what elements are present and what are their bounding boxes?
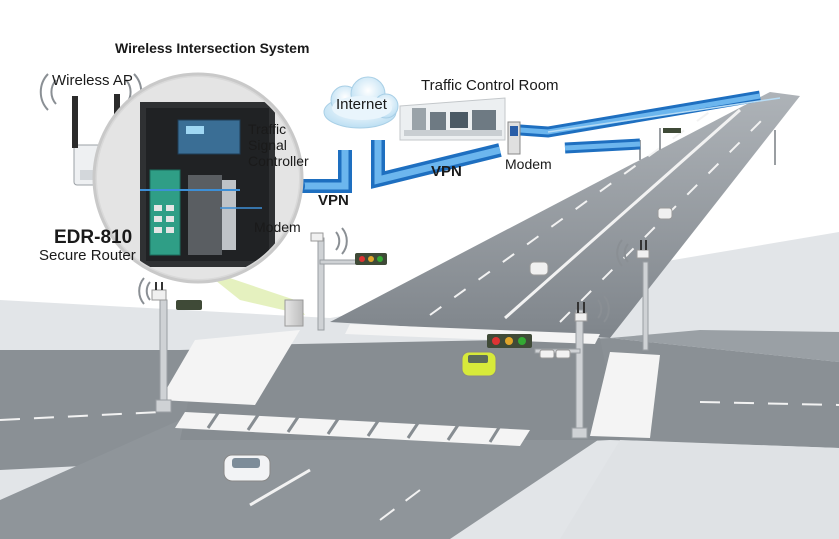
road-near bbox=[0, 420, 610, 539]
camera-icon bbox=[539, 349, 571, 359]
road-far bbox=[330, 92, 800, 338]
car-icon bbox=[223, 454, 271, 482]
modem-icon bbox=[507, 121, 521, 155]
cabinet-inset bbox=[92, 72, 304, 284]
roadside-cabinet bbox=[200, 268, 305, 327]
road-right-far bbox=[610, 330, 839, 362]
diagram-title: Wireless Intersection System bbox=[115, 40, 310, 56]
cloud-icon bbox=[323, 76, 399, 129]
traffic-light-icon bbox=[355, 253, 387, 265]
control-room bbox=[399, 97, 506, 141]
vpn-pipe bbox=[295, 90, 781, 193]
sidewalk-right bbox=[560, 440, 839, 539]
lane-markings bbox=[0, 107, 839, 521]
signal-controller-line-3: Controller bbox=[248, 153, 309, 169]
vpn-label-left: VPN bbox=[318, 192, 349, 209]
remote-modem-label: Modem bbox=[505, 156, 552, 172]
router-desc-label: Secure Router bbox=[39, 247, 136, 264]
cabinet-modem-label: Modem bbox=[254, 219, 301, 235]
wifi-signal-icon bbox=[39, 73, 629, 323]
traffic-light-icon bbox=[176, 300, 202, 310]
signal-controller-line-1: Traffic bbox=[248, 121, 287, 137]
car-icon bbox=[529, 261, 549, 276]
router-model-label: EDR-810 bbox=[54, 227, 133, 248]
traffic-light-icon bbox=[487, 334, 532, 348]
signal-controller-label: Traffic Signal Controller bbox=[248, 121, 309, 169]
wireless-ap-label: Wireless AP bbox=[52, 72, 133, 89]
intersection-box bbox=[180, 338, 620, 440]
signal-controller-line-2: Signal bbox=[248, 137, 287, 153]
car-icon bbox=[657, 207, 673, 220]
internet-label: Internet bbox=[336, 96, 387, 113]
crosswalk bbox=[160, 324, 660, 446]
traffic-control-room-label: Traffic Control Room bbox=[421, 77, 559, 94]
vpn-label-right: VPN bbox=[431, 163, 462, 180]
car-icon bbox=[461, 351, 497, 377]
